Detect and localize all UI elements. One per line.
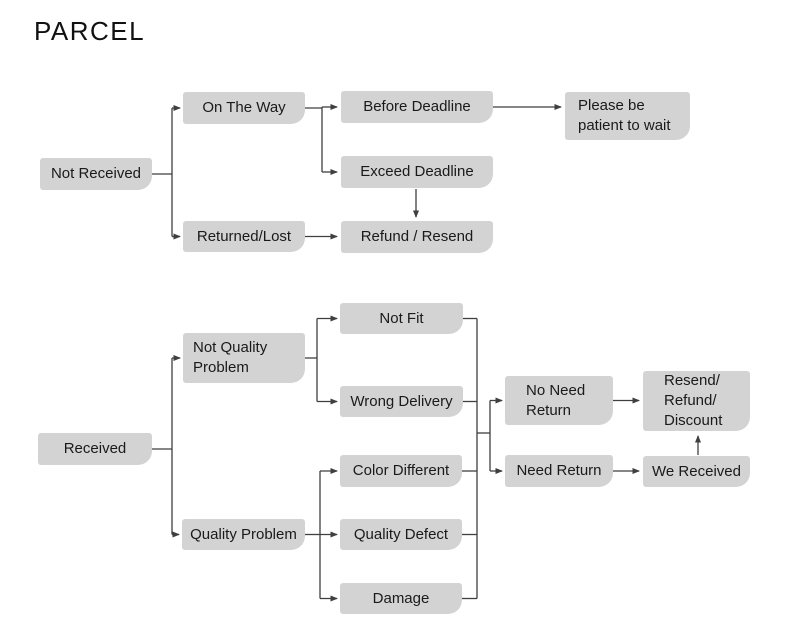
node-need-return-label: Need Return xyxy=(516,462,602,480)
node-returned-lost-label: Returned/Lost xyxy=(196,227,292,245)
node-refund-resend: Refund / Resend xyxy=(341,221,493,253)
node-quality-defect-label: Quality Defect xyxy=(353,525,449,543)
node-not-fit-label: Not Fit xyxy=(379,309,424,327)
node-wrong-delivery: Wrong Delivery xyxy=(340,386,463,417)
node-quality-problem-label: Quality Problem xyxy=(190,525,297,543)
node-received: Received xyxy=(38,433,152,465)
node-damage: Damage xyxy=(340,583,462,614)
node-we-received-label: We Received xyxy=(652,462,741,480)
node-damage-label: Damage xyxy=(372,589,430,607)
edge-group-quality-problem xyxy=(305,468,338,602)
edge-group-not-quality-problem xyxy=(305,315,338,405)
page-title: PARCEL xyxy=(34,16,146,46)
node-not-quality-problem: Not Quality Problem xyxy=(183,333,305,383)
node-not-received: Not Received xyxy=(40,158,152,190)
edge-group-received xyxy=(152,355,181,538)
node-not-received-label: Not Received xyxy=(50,165,142,183)
node-not-quality-problem-label: Not Quality Problem xyxy=(193,339,268,376)
node-returned-lost: Returned/Lost xyxy=(183,221,305,252)
node-received-label: Received xyxy=(63,440,127,458)
node-before-deadline-label: Before Deadline xyxy=(363,98,471,116)
node-no-need-return-label: No Need Return xyxy=(526,381,586,419)
node-quality-problem: Quality Problem xyxy=(182,519,305,550)
node-please-wait: Please be patient to wait xyxy=(565,92,690,140)
node-exceed-deadline: Exceed Deadline xyxy=(341,156,493,188)
edge-group-not-received xyxy=(152,105,181,240)
node-not-fit: Not Fit xyxy=(340,303,463,334)
node-color-different: Color Different xyxy=(340,455,462,487)
node-refund-resend-label: Refund / Resend xyxy=(360,228,474,246)
node-on-the-way-label: On The Way xyxy=(202,99,286,117)
node-on-the-way: On The Way xyxy=(183,92,305,124)
node-resend-refund-discount: Resend/ Refund/ Discount xyxy=(643,371,750,431)
node-exceed-deadline-label: Exceed Deadline xyxy=(360,163,474,181)
node-wrong-delivery-label: Wrong Delivery xyxy=(350,392,453,410)
node-please-wait-label: Please be patient to wait xyxy=(578,97,671,134)
node-before-deadline: Before Deadline xyxy=(341,91,493,123)
node-quality-defect: Quality Defect xyxy=(340,519,462,550)
node-color-different-label: Color Different xyxy=(352,462,450,480)
edge-group-merge-split xyxy=(462,317,503,600)
node-we-received: We Received xyxy=(643,456,750,487)
node-no-need-return: No Need Return xyxy=(505,376,613,425)
node-resend-refund-discount-label: Resend/ Refund/ Discount xyxy=(664,372,723,429)
edge-group-on-the-way xyxy=(305,104,338,175)
node-need-return: Need Return xyxy=(505,455,613,487)
